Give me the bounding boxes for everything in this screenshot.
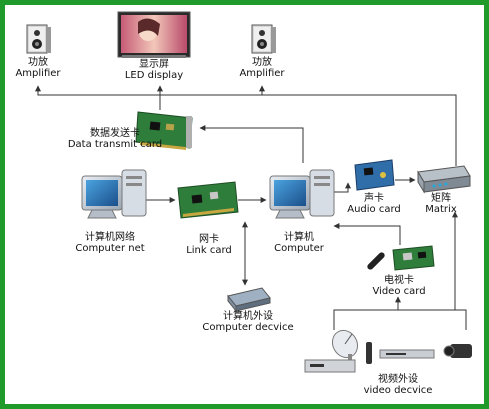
computer-device-icon (227, 287, 271, 313)
wire-computer-to-audio-card (330, 182, 351, 193)
link-card-label-en: Link card (186, 245, 232, 256)
wire-video-card-to-computer (333, 223, 401, 245)
link-card-icon (177, 181, 239, 219)
audio-card-label-en: Audio card (347, 204, 401, 215)
amplifier-left-label-en: Amplifier (15, 68, 61, 79)
video-card-label-en: Video card (372, 286, 426, 297)
data-transmit-card-label: 数据发送卡 Data transmit card (62, 128, 168, 150)
computer-net-label-en: Computer net (75, 243, 145, 254)
audio-card-label: 声卡 Audio card (344, 193, 404, 215)
matrix-label-en: Matrix (425, 204, 457, 215)
video-device-label: 视频外设 video decvice (356, 374, 440, 396)
computer-net-label-cn: 计算机网络 (85, 232, 135, 243)
data-transmit-card-icon (135, 111, 193, 150)
connection-lines (35, 85, 467, 330)
led-display-label-cn: 显示屏 (139, 59, 169, 70)
wire-video-device-frame (333, 309, 467, 330)
matrix-label-cn: 矩阵 (431, 193, 451, 204)
led-display-label: 显示屏 LED display (115, 59, 193, 81)
video-device-icons (304, 329, 472, 373)
computer-label-en: Computer (274, 243, 324, 254)
amplifier-right-icon (251, 24, 276, 54)
matrix-label: 矩阵 Matrix (418, 193, 464, 215)
video-device-label-cn: 视频外设 (378, 374, 418, 385)
computer-device-label: 计算机外设 Computer decvice (196, 311, 300, 333)
amplifier-left-label: 功放 Amplifier (12, 57, 64, 79)
data-transmit-card-label-en: Data transmit card (67, 139, 163, 150)
computer-icon (269, 169, 335, 219)
data-transmit-card-label-cn: 数据发送卡 (90, 128, 140, 139)
computer-label-cn: 计算机 (284, 232, 314, 243)
audio-card-icon (354, 159, 395, 191)
computer-net-icon (81, 169, 147, 219)
audio-card-label-cn: 声卡 (364, 193, 384, 204)
video-card-icon (367, 245, 435, 271)
computer-device-label-cn: 计算机外设 (223, 311, 273, 322)
amplifier-right-label-en: Amplifier (239, 68, 285, 79)
computer-net-label: 计算机网络 Computer net (68, 232, 152, 254)
wire-matrix-to-top-bus (35, 85, 457, 166)
amplifier-left-icon (26, 24, 51, 54)
computer-label: 计算机 Computer (270, 232, 328, 254)
amplifier-left-label-cn: 功放 (28, 57, 48, 68)
led-display-label-en: LED display (124, 70, 184, 81)
video-device-label-en: video decvice (363, 385, 433, 396)
video-card-label-cn: 电视卡 (384, 275, 414, 286)
wire-computer-to-transmit-card (199, 125, 304, 163)
link-card-label: 网卡 Link card (180, 234, 238, 256)
matrix-icon (417, 165, 471, 194)
video-card-label: 电视卡 Video card (368, 275, 430, 297)
amplifier-right-label-cn: 功放 (252, 57, 272, 68)
led-display-icon (117, 11, 191, 58)
computer-device-label-en: Computer decvice (202, 322, 294, 333)
amplifier-right-label: 功放 Amplifier (236, 57, 288, 79)
link-card-label-cn: 网卡 (199, 234, 219, 245)
